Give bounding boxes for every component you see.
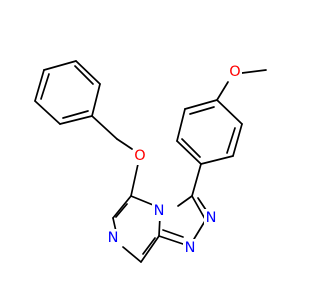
- bond-tri-c3-n4: [177, 195, 193, 207]
- bond-ph-3: [34, 69, 45, 102]
- bond-aryl-4-inner: [181, 138, 201, 158]
- atom-labels: O O N N N N: [106, 62, 242, 257]
- bond-pyr-c5-c6-inner: [115, 203, 128, 218]
- atom-n-bridge: N: [154, 203, 165, 219]
- bond-tri-n2-n1: [193, 220, 206, 240]
- bond-ch2-ch2: [91, 115, 118, 140]
- bond-ph-4: [34, 100, 61, 125]
- bond-o-ch2: [116, 138, 133, 150]
- bond-aryl-3: [200, 155, 234, 165]
- atom-o-ether: O: [134, 148, 145, 164]
- bond-aryl-2-inner: [226, 127, 236, 154]
- bond-aryl-2: [232, 123, 243, 157]
- bond-aryl-5: [176, 108, 186, 142]
- bond-pyr-n7-c8: [122, 246, 142, 263]
- bond-o-aryl: [216, 81, 229, 101]
- bond-aryl-6-inner: [189, 106, 215, 115]
- bonds: [34, 60, 267, 263]
- atom-n-triazole-1: N: [185, 240, 196, 256]
- bond-aryl-4: [176, 140, 202, 165]
- bond-ph-1-inner: [74, 65, 94, 85]
- bond-c5-o: [130, 163, 139, 197]
- bond-aryl-6: [184, 99, 218, 110]
- bond-aryl-triazole: [191, 163, 202, 197]
- chemical-structure-diagram: O O N N N N: [34, 60, 267, 263]
- bond-ph-3-inner: [40, 73, 50, 100]
- bond-aryl-1: [216, 99, 243, 125]
- bond-methyl-o: [241, 69, 267, 74]
- bond-ph-2: [43, 60, 77, 71]
- bond-tri-n1-c8a-inner: [162, 229, 184, 238]
- atom-n-triazole-2: N: [206, 210, 217, 226]
- bond-pyr-c8-c8a: [140, 235, 160, 263]
- bond-tri-n1-c8a: [158, 235, 184, 245]
- bond-ch2-phenyl: [91, 83, 101, 117]
- bond-ph-5-inner: [62, 110, 89, 119]
- atom-o-methoxy: O: [229, 64, 240, 80]
- bond-pyr-c5-c6: [112, 195, 132, 219]
- bond-ph-5: [59, 115, 93, 125]
- bond-pyr-c8-c8a-inner: [142, 237, 156, 255]
- bond-tri-c3-n2: [191, 195, 206, 220]
- atom-n-pyrazine: N: [108, 230, 119, 246]
- bond-ph-1: [75, 60, 101, 85]
